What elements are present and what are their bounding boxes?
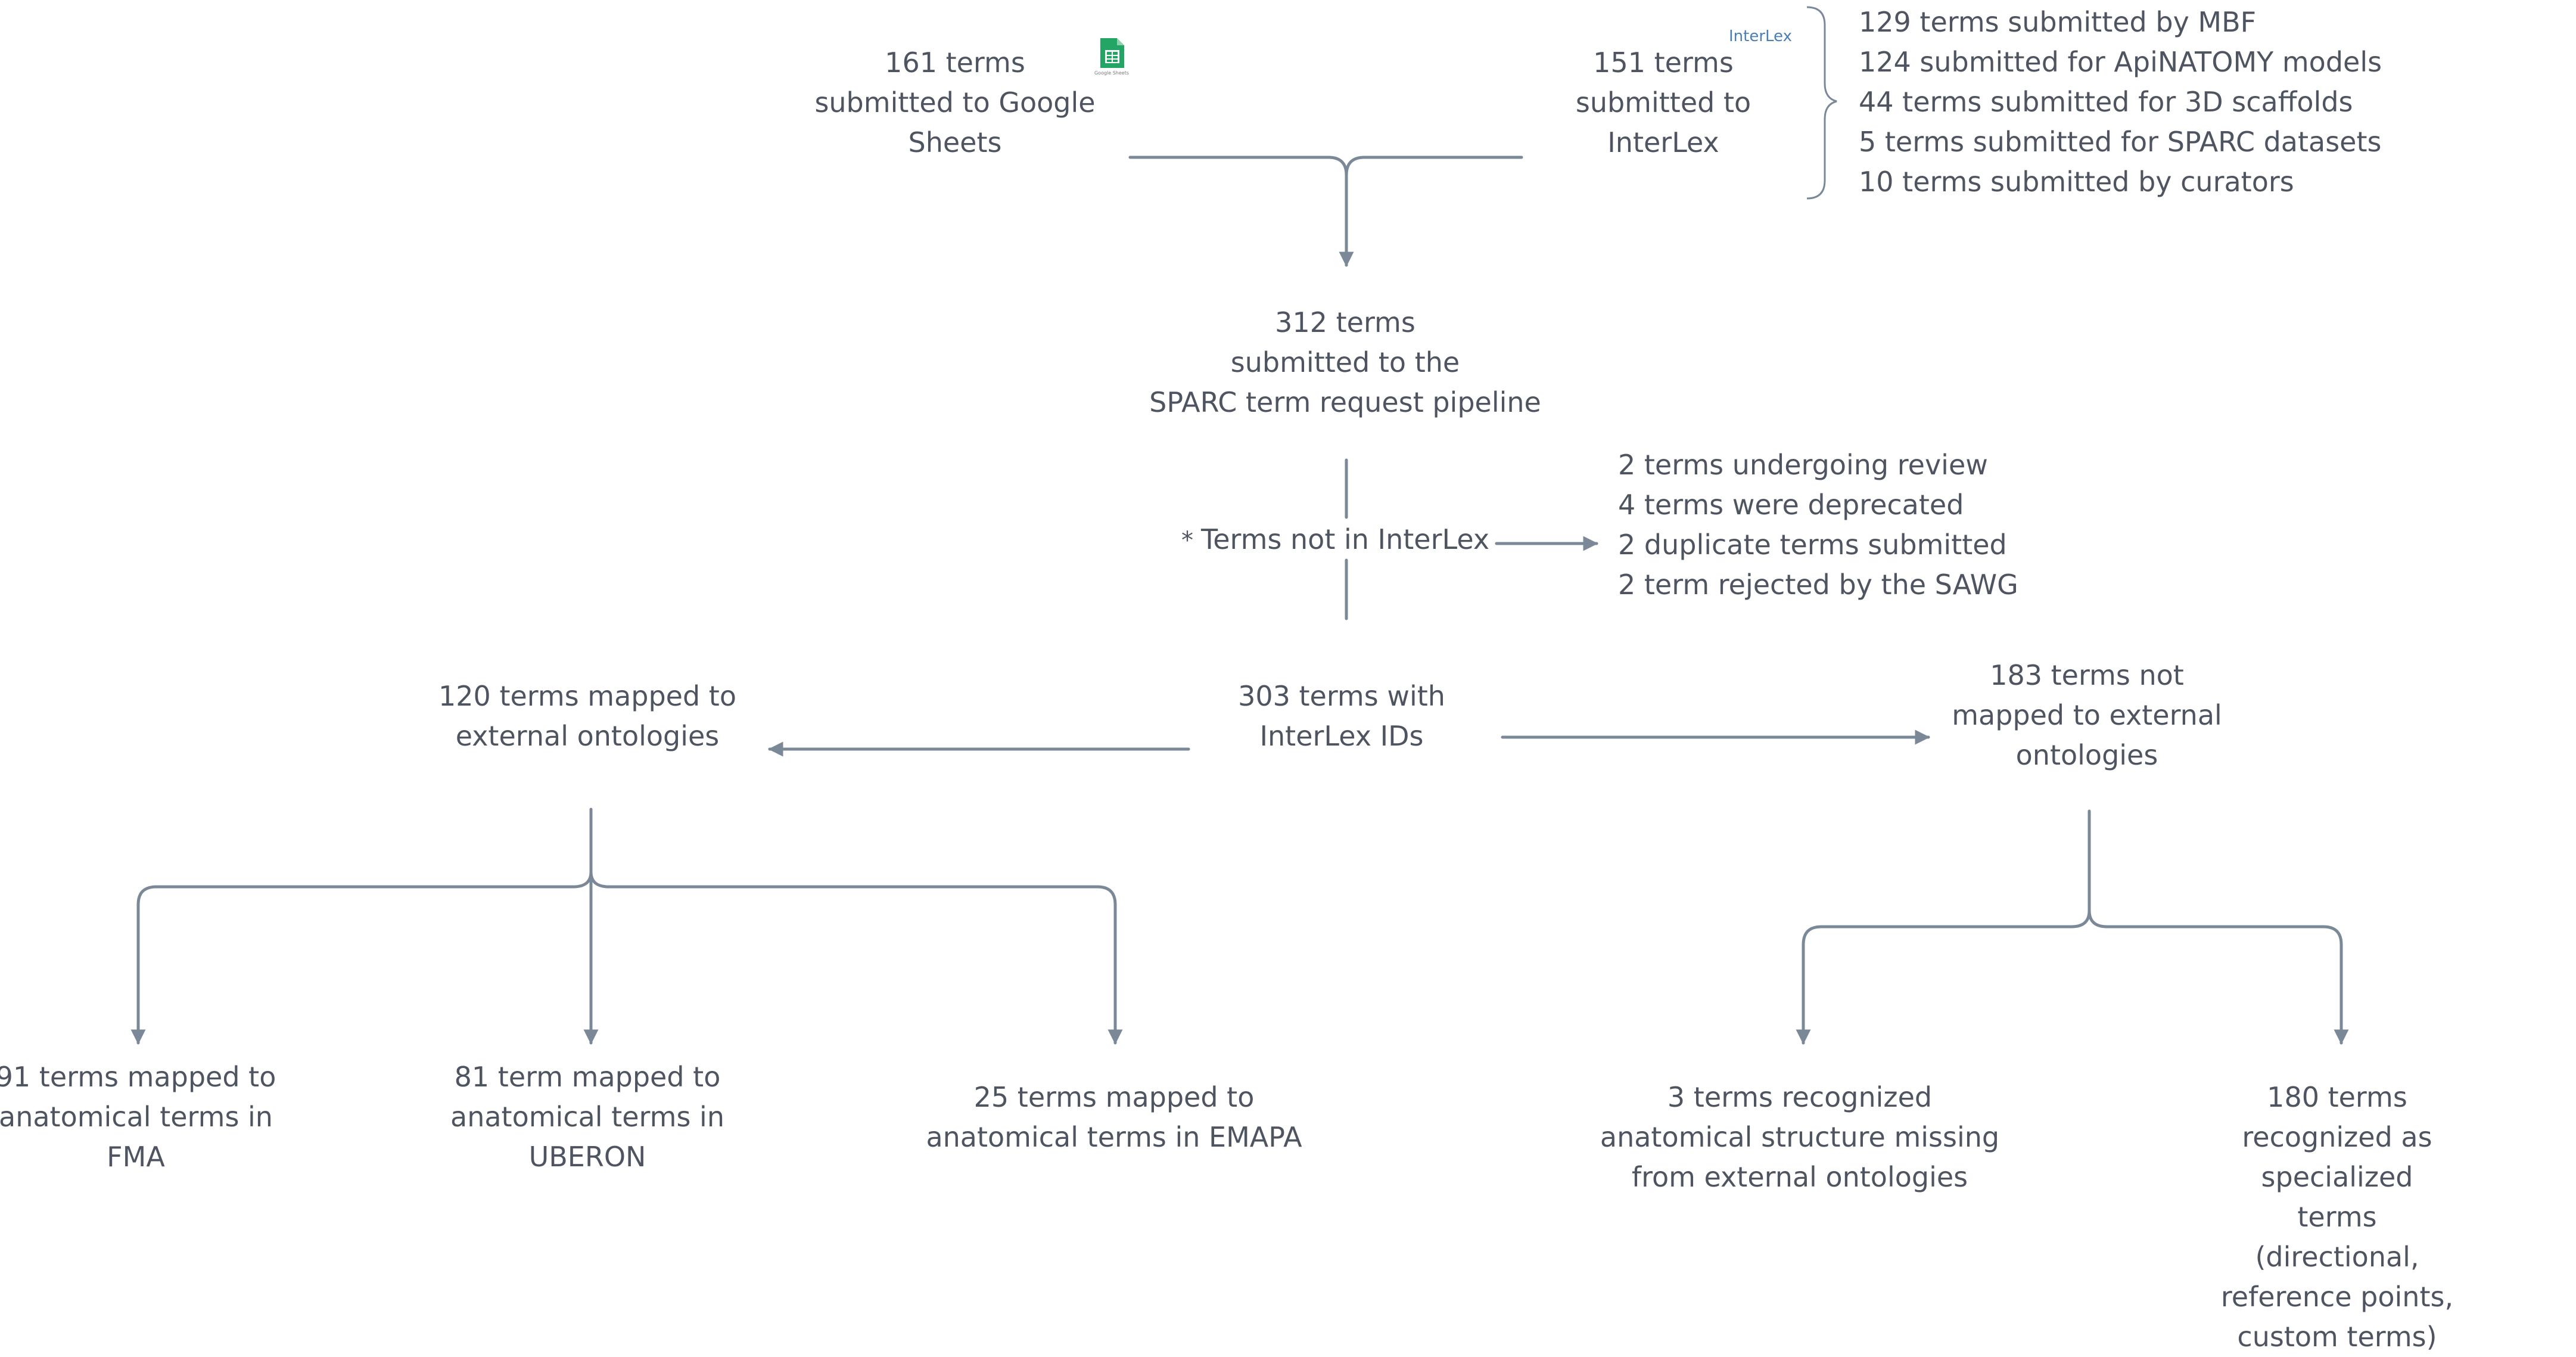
google-sheets-node: 161 terms submitted to Google Sheets: [814, 46, 1096, 159]
not-in-interlex-reasons-list: 2 terms undergoing review 4 terms were d…: [1618, 445, 2018, 605]
not-mapped-node: 183 terms not mapped to external ontolog…: [1952, 659, 2222, 771]
list-item: 5 terms submitted for SPARC datasets: [1859, 126, 2382, 158]
interlex-logo-text: InterLex: [1729, 27, 1792, 45]
merge-connector-top: [1128, 156, 1523, 265]
missing-node: 3 terms recognized anatomical structure …: [1600, 1081, 2000, 1193]
not-in-interlex-node: Terms not in InterLex: [1200, 523, 1490, 555]
google-sheets-caption: Google Sheets: [1094, 70, 1129, 76]
list-item: 129 terms submitted by MBF: [1859, 6, 2257, 38]
list-item: 44 terms submitted for 3D scaffolds: [1859, 86, 2353, 118]
asterisk-marker: *: [1181, 527, 1193, 554]
mapped-node: 120 terms mapped to external ontologies: [438, 680, 736, 752]
emapa-node: 25 terms mapped to anatomical terms in E…: [926, 1081, 1302, 1153]
fma-node: 91 terms mapped to anatomical terms in F…: [0, 1061, 276, 1173]
mapped-branch-fma: [130, 885, 575, 1045]
interlex-breakdown-brace: [1806, 6, 1837, 200]
interlex-logo: InterLex: [1729, 27, 1792, 45]
interlex-ids-node: 303 terms with InterLex IDs: [1238, 680, 1445, 752]
connector-layer: [130, 6, 2349, 1045]
interlex-breakdown-list: 129 terms submitted by MBF 124 submitted…: [1859, 2, 2382, 202]
specialized-node: 180 terms recognized as specialized term…: [2220, 1081, 2454, 1353]
list-item: 2 terms undergoing review: [1618, 449, 1988, 481]
not-mapped-split-connector: [1802, 809, 2343, 1045]
interlex-submitted-node: 151 terms submitted to InterLex: [1575, 46, 1751, 159]
list-item: 10 terms submitted by curators: [1859, 166, 2294, 198]
flowchart-canvas: Google Sheets InterLex 161 terms submitt…: [0, 2, 2453, 1353]
list-item: 4 terms were deprecated: [1618, 489, 1964, 521]
uberon-node: 81 term mapped to anatomical terms in UB…: [450, 1061, 724, 1173]
list-item: 124 submitted for ApiNATOMY models: [1859, 46, 2382, 78]
mapped-branch-emapa: [607, 885, 1123, 1045]
list-item: 2 term rejected by the SAWG: [1618, 569, 2018, 601]
google-sheets-icon: Google Sheets: [1094, 38, 1129, 76]
pipeline-node: 312 terms submitted to the SPARC term re…: [1149, 306, 1541, 418]
list-item: 2 duplicate terms submitted: [1618, 529, 2007, 561]
